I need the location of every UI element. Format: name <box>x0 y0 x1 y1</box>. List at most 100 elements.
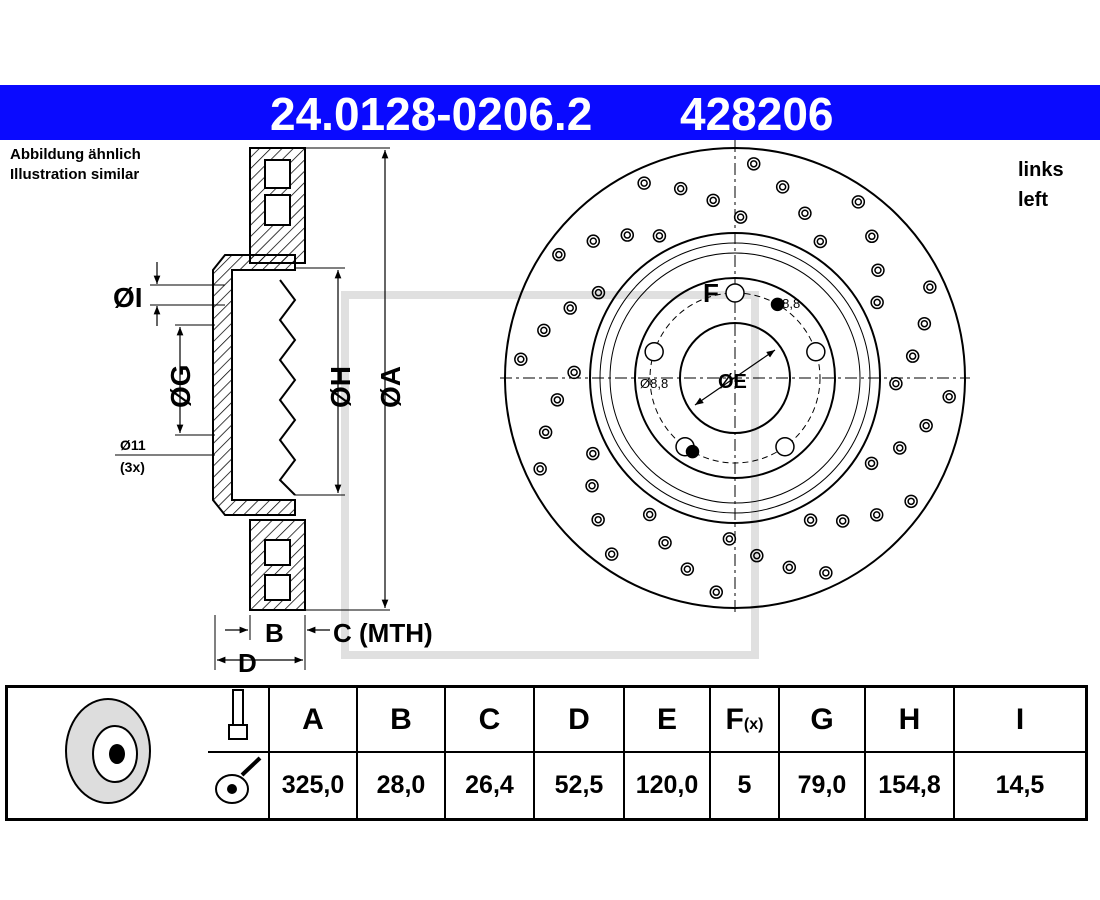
drill-hole-inner <box>594 515 602 524</box>
illustration-note: Abbildung ähnlich Illustration similar <box>10 145 141 185</box>
drill-hole-inner <box>589 237 598 245</box>
screw-hole <box>685 444 700 459</box>
drill-hole <box>750 548 764 563</box>
drill-hole <box>819 566 833 580</box>
header-g: G <box>778 685 866 753</box>
drill-hole-inner <box>749 160 758 168</box>
header-e: E <box>623 685 711 753</box>
drill-hole <box>865 229 879 244</box>
drill-hole <box>673 181 688 196</box>
drill-hole-inner <box>920 319 929 328</box>
drill-hole <box>803 513 818 527</box>
drill-hole <box>889 376 903 391</box>
watermark-logo <box>341 291 759 659</box>
value-c: 26,4 <box>444 751 535 821</box>
technical-drawing: ØI ØG ØH ØA Ø11 (3x) B C (MTH) D F ØE Ø8… <box>113 140 970 678</box>
drill-hole-inner <box>725 535 734 543</box>
drill-hole <box>550 393 565 407</box>
value-e: 120,0 <box>623 751 711 821</box>
screw-hole <box>770 297 785 312</box>
label-dia-h: ØH <box>325 366 356 408</box>
drill-hole-inner <box>922 421 930 430</box>
drill-hole-inner <box>908 352 917 360</box>
side-english: left <box>1018 189 1048 211</box>
drill-hole-inner <box>588 481 596 490</box>
part-number: 24.0128-0206.2 <box>270 88 593 140</box>
label-dia-a: ØA <box>375 366 406 408</box>
side-label: links left <box>1018 155 1064 215</box>
side-section-view <box>115 147 390 670</box>
drill-hole-inner <box>594 288 603 297</box>
drill-hole-inner <box>872 511 881 519</box>
drill-hole-inner <box>661 539 669 547</box>
drill-hole <box>591 285 606 300</box>
drill-hole-inner <box>709 196 717 205</box>
dimensions-table: A B C D E F(x) G H I 325,0 28,0 26,4 52,… <box>5 685 1088 821</box>
drill-hole <box>642 507 657 522</box>
drill-hole <box>652 229 667 243</box>
drill-hole-inner <box>655 232 664 240</box>
header-d: D <box>533 685 625 753</box>
drill-hole-inner <box>822 569 830 577</box>
drill-hole <box>706 193 720 208</box>
header-f-suffix: (x) <box>743 715 764 733</box>
header-b: B <box>356 685 446 753</box>
disc-front-view <box>500 140 970 615</box>
label-dia-g: ØG <box>165 364 196 408</box>
drill-hole <box>871 263 885 278</box>
drill-hole <box>585 478 599 493</box>
drill-hole <box>904 494 918 509</box>
drill-hole <box>658 536 672 550</box>
value-a: 325,0 <box>268 751 358 821</box>
drill-hole-inner <box>623 231 632 239</box>
wheel-bolt-hole <box>644 341 664 362</box>
drill-hole <box>586 234 601 248</box>
drill-hole <box>782 560 797 575</box>
drill-hole-inner <box>945 392 953 401</box>
drill-hole <box>864 456 879 471</box>
drill-hole-inner <box>712 588 721 596</box>
label-bolt-hole-2: Ø8,8 <box>640 376 668 391</box>
drill-hole <box>746 157 761 171</box>
drill-hole <box>917 316 932 331</box>
drill-hole <box>813 234 828 249</box>
drill-hole-inner <box>589 449 597 458</box>
drill-hole <box>586 446 600 461</box>
drill-hole-inner <box>536 465 544 473</box>
label-c: C (MTH) <box>333 618 433 648</box>
drill-hole-inner <box>645 510 654 519</box>
value-b: 28,0 <box>356 751 446 821</box>
drill-hole-inner <box>896 444 904 452</box>
header-banner: 24.0128-0206.2 428206 <box>0 85 1100 140</box>
drill-hole <box>733 210 748 224</box>
drill-hole <box>514 352 528 367</box>
side-german: links <box>1018 159 1064 181</box>
drill-hole <box>923 280 937 294</box>
drill-hole-inner <box>785 563 794 572</box>
drill-hole-inner <box>540 326 548 335</box>
drill-hole-inner <box>553 396 562 404</box>
drill-hole <box>851 195 866 209</box>
drill-hole-inner <box>867 459 876 468</box>
note-english: Illustration similar <box>10 166 140 183</box>
drill-hole-inner <box>570 368 578 377</box>
drill-hole-inner <box>907 497 915 506</box>
value-d: 52,5 <box>533 751 625 821</box>
drill-hole-inner <box>778 183 787 191</box>
drill-hole <box>893 441 907 455</box>
wheel-bolt-hole <box>775 437 795 457</box>
drill-hole <box>537 323 551 338</box>
wheel-bolt-hole <box>806 341 826 362</box>
drill-hole-inner <box>683 565 692 573</box>
header-f: F(x) <box>709 685 780 753</box>
drill-hole-inner <box>854 198 863 206</box>
drill-hole-inner <box>816 237 825 246</box>
header-a: A <box>268 685 358 753</box>
label-d: D <box>238 648 257 678</box>
label-dia-i: ØI <box>113 282 143 313</box>
torque-icon <box>208 751 270 821</box>
drill-hole-inner <box>676 184 685 193</box>
drill-hole-inner <box>753 551 761 560</box>
disc-thumbnail-cell <box>5 685 208 821</box>
drill-hole <box>905 349 920 363</box>
